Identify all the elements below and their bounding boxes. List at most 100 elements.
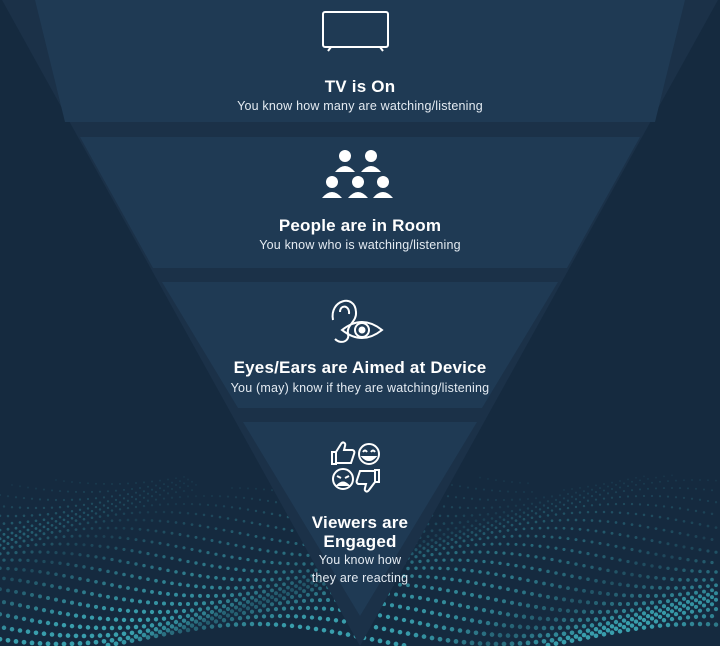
background-dot	[578, 550, 582, 554]
background-dot	[274, 501, 278, 504]
background-dot	[42, 488, 46, 491]
background-dot	[602, 482, 606, 486]
background-dot	[234, 496, 238, 499]
background-dot	[450, 505, 454, 509]
background-dot	[206, 525, 210, 529]
background-dot	[70, 498, 74, 501]
background-dot	[586, 492, 590, 495]
background-dot	[22, 514, 26, 518]
background-dot	[127, 482, 129, 485]
background-dot	[670, 530, 674, 534]
background-dot	[538, 501, 542, 504]
background-dot	[522, 527, 526, 531]
background-dot	[422, 553, 426, 558]
background-dot	[217, 623, 223, 628]
background-dot	[430, 529, 434, 533]
background-dot	[506, 520, 510, 524]
background-dot	[33, 630, 39, 636]
background-dot	[558, 559, 562, 563]
background-dot	[482, 532, 486, 536]
background-dot	[677, 601, 683, 606]
background-dot	[142, 496, 146, 499]
background-dot	[26, 579, 30, 584]
background-dot	[82, 511, 86, 514]
background-dot	[473, 630, 479, 636]
background-dot	[0, 566, 2, 570]
background-dot	[10, 538, 14, 541]
background-dot	[702, 596, 706, 601]
background-dot	[494, 572, 498, 577]
background-dot	[574, 491, 578, 494]
background-dot	[566, 560, 570, 565]
background-dot	[274, 597, 278, 602]
background-dot	[506, 587, 510, 592]
background-dot	[38, 550, 42, 554]
background-dot	[639, 479, 641, 482]
background-dot	[110, 482, 114, 486]
background-dot	[266, 549, 270, 553]
background-dot	[465, 604, 471, 610]
background-dot	[230, 593, 234, 598]
background-dot	[482, 518, 486, 521]
background-dot	[685, 606, 691, 611]
background-dot	[154, 553, 158, 557]
background-dot	[562, 503, 566, 506]
background-dot	[282, 596, 286, 601]
background-dot	[513, 613, 519, 618]
background-dot	[194, 535, 198, 539]
background-dot	[397, 604, 403, 609]
background-dot	[654, 552, 658, 556]
background-dot	[194, 584, 198, 589]
background-dot	[622, 522, 626, 525]
background-dot	[558, 536, 562, 540]
background-dot	[42, 559, 46, 564]
background-dot	[446, 535, 450, 539]
background-dot	[58, 490, 62, 493]
background-dot	[470, 550, 474, 554]
background-dot	[530, 591, 534, 596]
background-dot	[0, 528, 2, 532]
background-dot	[38, 522, 42, 526]
background-dot	[186, 559, 190, 564]
background-dot	[42, 506, 46, 510]
background-dot	[394, 592, 398, 597]
background-dot	[453, 639, 459, 644]
background-dot	[706, 499, 710, 503]
background-dot	[122, 512, 126, 515]
background-dot	[525, 640, 531, 646]
background-dot	[189, 623, 195, 628]
background-dot	[610, 531, 614, 535]
background-dot	[150, 495, 154, 498]
background-dot	[178, 582, 182, 587]
background-dot	[150, 488, 154, 491]
background-dot	[438, 587, 442, 592]
background-dot	[98, 490, 102, 493]
background-dot	[183, 475, 185, 478]
level-4-title-line-2: Engaged	[323, 532, 397, 551]
background-dot	[26, 486, 30, 489]
background-dot	[434, 558, 438, 562]
background-dot	[422, 546, 426, 550]
background-dot	[510, 498, 514, 501]
background-dot	[462, 591, 466, 596]
background-dot	[478, 570, 482, 574]
background-dot	[257, 600, 263, 605]
background-dot	[497, 632, 503, 638]
background-dot	[158, 567, 162, 571]
background-dot	[655, 476, 657, 479]
background-dot	[558, 494, 562, 497]
background-dot	[286, 585, 290, 590]
background-dot	[522, 490, 526, 494]
background-dot	[90, 509, 94, 513]
background-dot	[574, 538, 578, 542]
background-dot	[613, 626, 619, 631]
background-dot	[58, 585, 62, 590]
background-dot	[226, 495, 230, 498]
background-dot	[426, 535, 430, 539]
background-dot	[582, 496, 586, 499]
background-dot	[569, 598, 575, 603]
background-dot	[158, 541, 162, 545]
background-dot	[594, 491, 598, 494]
background-dot	[486, 571, 490, 575]
background-dot	[521, 633, 527, 639]
